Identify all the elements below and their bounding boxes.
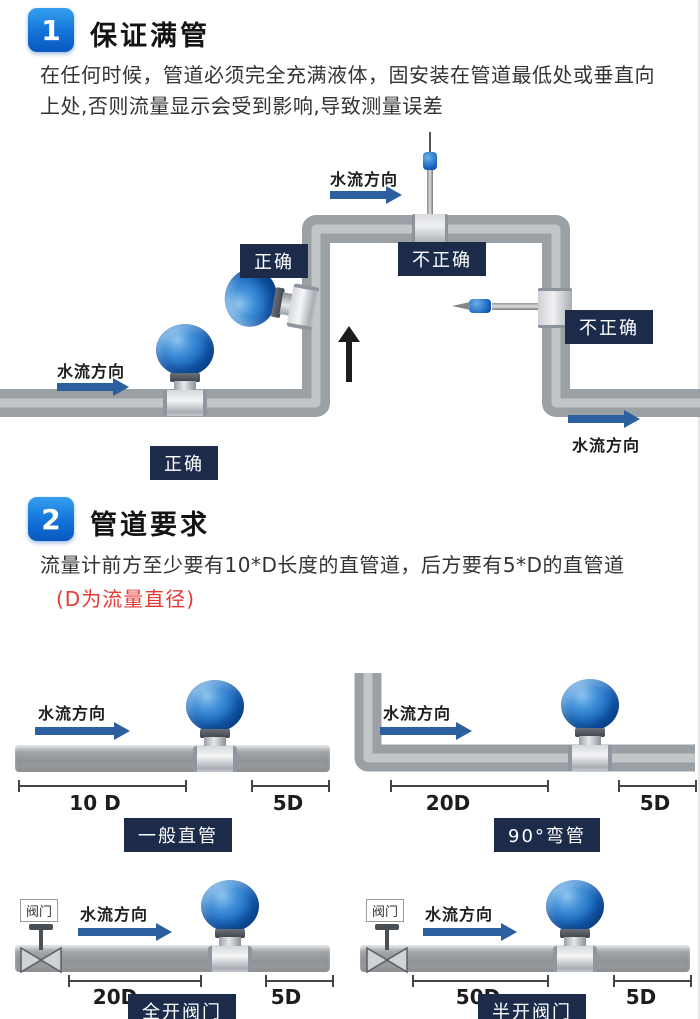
flow-arrow-up-icon	[338, 326, 360, 382]
flow-arrow-right-icon	[330, 186, 402, 204]
probe-needle-icon	[452, 302, 470, 310]
section2-title: 管道要求	[90, 510, 210, 541]
dimension-line-front	[18, 780, 187, 792]
valve-icon	[20, 924, 62, 974]
dimension-line-front	[390, 780, 549, 792]
incorrect-badge: 不正确	[565, 310, 653, 344]
flow-arrow-right-icon	[57, 378, 129, 396]
flowmeter-collar-icon	[170, 373, 200, 382]
flowmeter-neck-icon	[219, 937, 241, 948]
flow-direction-label: 水流方向	[57, 362, 126, 381]
flowmeter-vertical-correct	[150, 324, 220, 416]
section2-number: 2	[41, 502, 61, 536]
valve-label: 阀门	[20, 899, 59, 922]
flowmeter-neck-icon	[204, 737, 226, 748]
dimension-label-front: 20D	[425, 791, 471, 815]
dimension-line-back	[613, 975, 692, 987]
section1-body: 在任何时候，管道必须完全充满液体，固安装在管道最低处或垂直向上处,否则流量显示会…	[40, 63, 655, 118]
right-edge-divider	[698, 0, 700, 1019]
section2-number-badge: 2	[28, 497, 74, 541]
flow-direction-label: 水流方向	[383, 704, 452, 723]
probe-sensor-side-incorrect	[452, 288, 574, 334]
flow-arrow-right-icon	[35, 722, 130, 740]
flowmeter-flange-body-icon	[568, 745, 612, 771]
flowmeter-flange-body-icon	[193, 746, 237, 772]
flowmeter-flange-body-icon	[163, 390, 207, 416]
cell-elbow-pipe: 水流方向 20D 5D 90°弯管	[350, 645, 700, 865]
section1-number-badge: 1	[28, 8, 74, 52]
flowmeter-neck-icon	[579, 736, 601, 747]
section2-note: (D为流量直径)	[56, 587, 196, 611]
cell-open-valve: 阀门 水流方向 20D 5D 全开阀门	[0, 880, 350, 1019]
dimension-label-back: 5D	[625, 985, 657, 1009]
cell-caption: 全开阀门	[128, 994, 236, 1019]
flowmeter-collar-icon	[200, 729, 230, 738]
correct-badge: 正确	[150, 446, 218, 480]
flowmeter	[555, 679, 625, 771]
flowmeter-collar-icon	[215, 929, 245, 938]
dimension-line-back	[618, 780, 697, 792]
cell-caption: 90°弯管	[494, 818, 600, 852]
flow-direction-label: 水流方向	[38, 704, 107, 723]
flowmeter-sensor-head-icon	[186, 680, 244, 732]
flow-arrow-right-icon	[78, 923, 172, 941]
dimension-label-front: 10 D	[69, 791, 121, 815]
installation-diagram: 水流方向 水流方向 水流方向 正确 不正确 不正确 正确	[0, 130, 700, 490]
pipe	[15, 945, 330, 972]
flowmeter-sensor-head-icon	[201, 880, 259, 932]
section1-title: 保证满管	[90, 21, 210, 52]
probe-rod-icon	[427, 170, 433, 216]
flowmeter	[540, 880, 610, 972]
cell-caption: 一般直管	[124, 818, 232, 852]
flow-arrow-right-icon	[423, 923, 517, 941]
correct-badge: 正确	[240, 244, 308, 278]
dimension-line-front	[68, 975, 202, 987]
flowmeter-sensor-head-icon	[561, 679, 619, 731]
flow-arrow-right-icon	[568, 410, 640, 428]
pipe	[15, 745, 330, 772]
flowmeter-collar-icon	[575, 728, 605, 737]
probe-needle-icon	[429, 132, 431, 152]
cell-half-open-valve: 阀门 水流方向 50D 5D 半开阀门	[350, 880, 700, 1019]
probe-blue-tip-icon	[469, 299, 491, 313]
flowmeter-neck-icon	[564, 937, 586, 948]
incorrect-badge: 不正确	[398, 242, 486, 276]
flow-direction-label: 水流方向	[330, 170, 399, 189]
flowmeter-sensor-head-icon	[546, 880, 604, 932]
dimension-label-back: 5D	[270, 985, 302, 1009]
dimension-label-back: 5D	[639, 791, 671, 815]
flowmeter-neck-icon	[174, 381, 196, 392]
flow-direction-label: 水流方向	[572, 436, 641, 455]
flow-arrow-right-icon	[380, 722, 472, 740]
valve-label: 阀门	[366, 899, 405, 922]
section2-body: 流量计前方至少要有10*D长度的直管道，后方要有5*D的直管道	[40, 553, 625, 577]
valve-icon	[366, 924, 408, 974]
probe-blue-tip-icon	[423, 152, 437, 170]
cell-caption: 半开阀门	[478, 994, 586, 1019]
flowmeter	[195, 880, 265, 972]
dimension-line-back	[265, 975, 334, 987]
cell-straight-pipe: 水流方向 10 D 5D 一般直管	[0, 680, 350, 865]
flow-direction-label: 水流方向	[80, 905, 149, 924]
flowmeter-collar-icon	[560, 929, 590, 938]
pipe	[360, 945, 690, 972]
probe-rod-icon	[492, 303, 538, 310]
flowmeter-flange-body-icon	[208, 946, 252, 972]
section1-number: 1	[41, 13, 61, 47]
probe-sensor-up-incorrect	[409, 130, 451, 246]
flowmeter-sensor-head-icon	[156, 324, 214, 376]
flowmeter-flange-body-icon	[553, 946, 597, 972]
dimension-line-back	[251, 780, 330, 792]
dimension-line-front	[412, 975, 549, 987]
flow-direction-label: 水流方向	[425, 905, 494, 924]
flowmeter	[180, 680, 250, 772]
dimension-label-back: 5D	[272, 791, 304, 815]
probe-flange-icon	[412, 214, 448, 244]
